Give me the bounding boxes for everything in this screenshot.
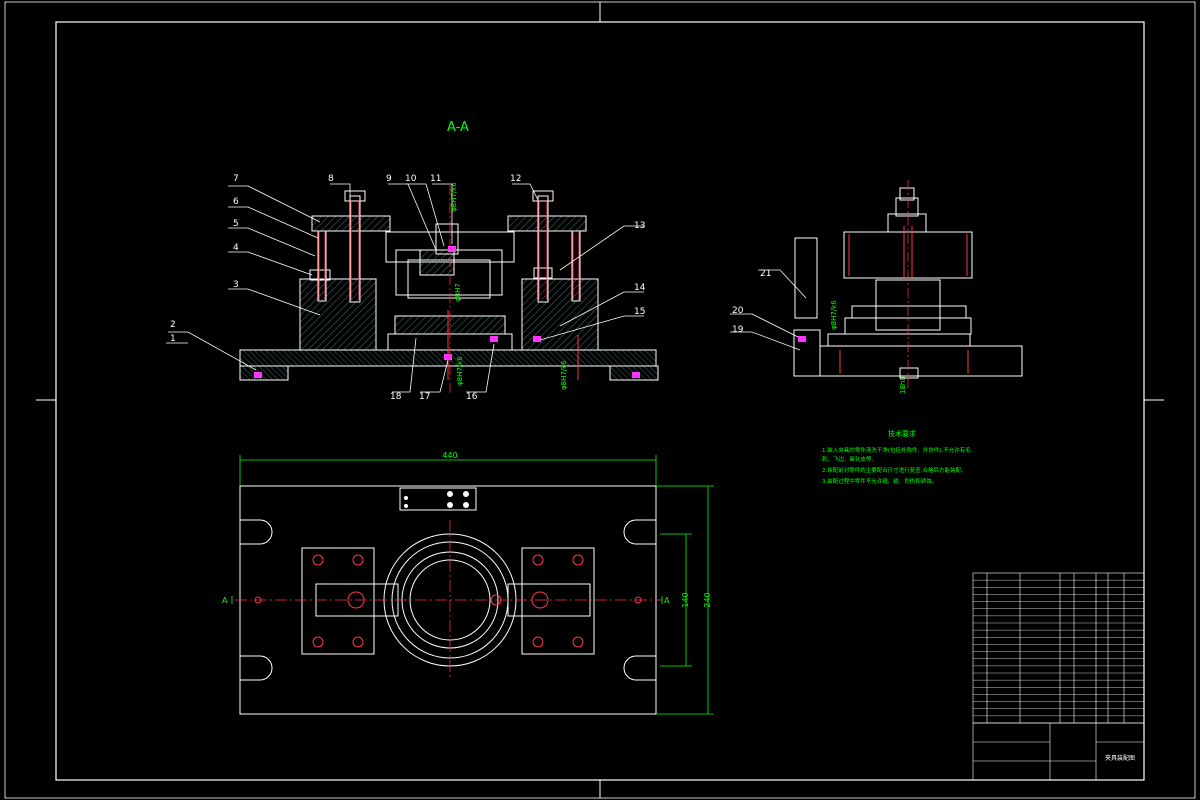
callout-numbers: 7 6 5 4 3 2 1 8 9 10 11 12 13 14 15 18 1… <box>170 174 771 402</box>
callout-14: 14 <box>634 283 646 293</box>
section-marker-right: A <box>664 596 670 605</box>
sheet-frame <box>4 1 1196 799</box>
callout-10: 10 <box>405 174 417 184</box>
notes-title: 技术要求 <box>888 430 916 438</box>
callout-5: 5 <box>233 219 239 229</box>
callout-7: 7 <box>233 174 239 184</box>
dim-phi-side: φ8H7/k6 <box>830 300 838 330</box>
dim-plan-inner: 140 <box>681 592 690 607</box>
callout-9: 9 <box>386 174 392 184</box>
callout-20: 20 <box>732 306 744 316</box>
technical-notes: 技术要求 1.装入夹具的零件清洗干净(包括外购件、外协件),不允许有毛刺、飞边、… <box>822 430 972 489</box>
callout-11: 11 <box>430 174 441 184</box>
plan-dimensions <box>239 455 714 715</box>
parts-list <box>972 572 1145 724</box>
dim-phi-lower: φ8H7/k6 <box>456 356 464 386</box>
dim-side-bottom: 18h8 <box>899 376 907 394</box>
title-block <box>972 722 1145 781</box>
callout-16: 16 <box>466 392 478 402</box>
note-item: 1.装入夹具的零件清洗干净(包括外购件、外协件),不允许有毛刺、飞边、氧化皮等。 <box>822 448 971 463</box>
dim-plan-depth: 240 <box>703 592 712 607</box>
callout-21: 21 <box>760 269 771 279</box>
front-section-view <box>239 185 659 395</box>
callout-13: 13 <box>634 221 645 231</box>
plan-view <box>235 485 662 715</box>
section-arrows <box>231 596 663 604</box>
callout-leaders <box>166 183 807 393</box>
callout-2: 2 <box>170 320 176 330</box>
drawing-name: 夹具装配图 <box>1105 754 1135 762</box>
callout-18: 18 <box>390 392 402 402</box>
dim-phi-top: φ8H7/k6 <box>450 182 458 212</box>
dim-plan-width: 440 <box>442 451 457 460</box>
dim-phi-center: φ8H7 <box>454 283 462 302</box>
callout-8: 8 <box>328 174 334 184</box>
dim-phi-lower2: φ8H7/k6 <box>560 360 568 390</box>
callout-1: 1 <box>170 334 176 344</box>
fit-annotations: φ8H7/k6 φ8H7 φ8H7/k6 φ8H7/k6 φ8H7/k6 18h… <box>450 182 907 394</box>
parts-list-rows <box>973 579 1144 717</box>
note-item: 2.装配前对零件的主要配合尺寸进行复查,合格后方能装配。 <box>822 468 967 474</box>
callout-12: 12 <box>510 174 521 184</box>
callout-3: 3 <box>233 280 239 290</box>
note-item: 3.装配过程中零件不允许磕、碰、划伤和锈蚀。 <box>822 479 938 485</box>
callout-15: 15 <box>634 307 645 317</box>
callout-17: 17 <box>419 392 430 402</box>
section-title: A-A <box>447 120 469 135</box>
side-view <box>793 180 1023 390</box>
callout-6: 6 <box>233 197 239 207</box>
callout-19: 19 <box>732 325 744 335</box>
callout-4: 4 <box>233 243 239 253</box>
section-marker-left: A <box>222 596 228 605</box>
